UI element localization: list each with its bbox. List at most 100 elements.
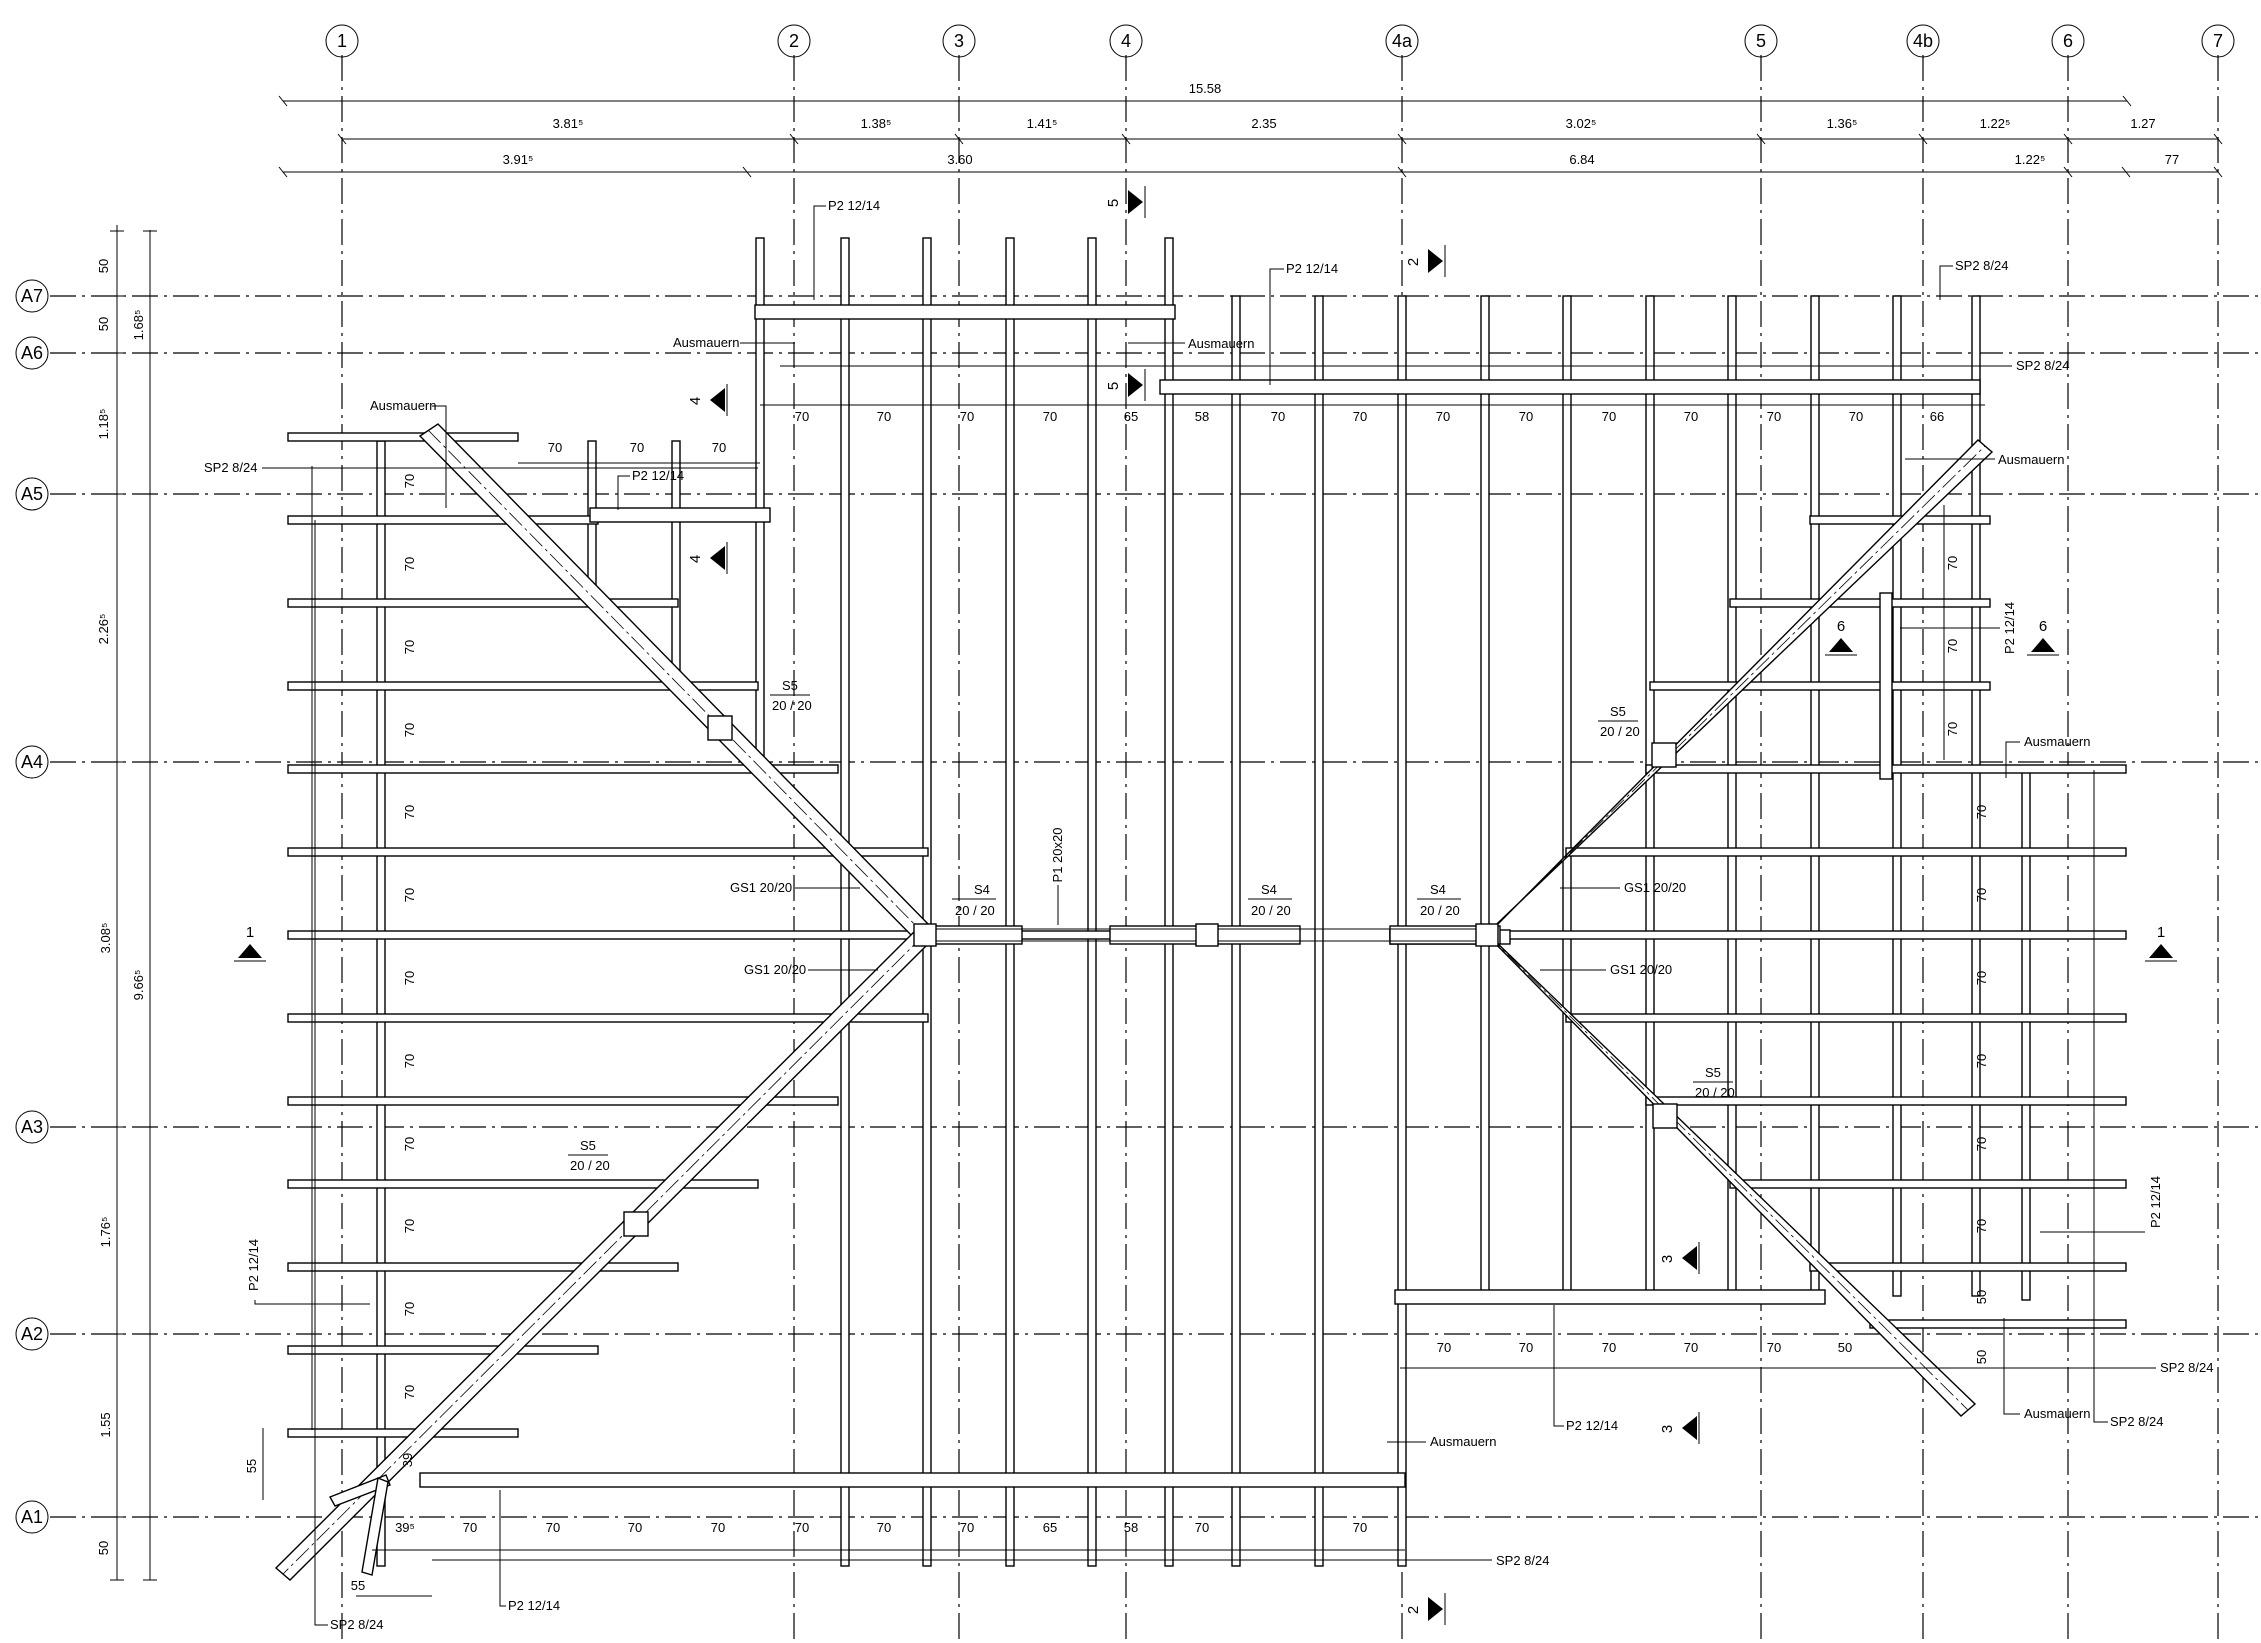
misc-dims: 55 55 39 (244, 1428, 432, 1597)
dim-left-mid-1: 1.68⁵ (131, 310, 146, 341)
spacing-left-11: 70 (402, 1302, 417, 1316)
axis-label-4b: 4b (1913, 31, 1933, 51)
spacing-left-3: 70 (402, 640, 417, 654)
label-p2-top-right: P2 12/14 (1286, 261, 1338, 276)
spacing-left-4: 70 (402, 723, 417, 737)
label-p2-left: P2 12/14 (246, 1239, 261, 1291)
label-sp2-bottom-left: SP2 8/24 (330, 1617, 384, 1632)
tag-s4-left: S4 (974, 882, 990, 897)
tag-s5-lower-left-dim: 20 / 20 (570, 1158, 610, 1173)
section-marker-4-lower: 4 (687, 542, 728, 574)
axis-label-a1: A1 (21, 1507, 43, 1527)
spacing-right-upper-2: 70 (1945, 639, 1960, 653)
spacing-left-5: 70 (402, 805, 417, 819)
spacing-right-lower-2: 70 (1974, 888, 1989, 902)
axis-label-a6: A6 (21, 343, 43, 363)
tag-s5-lower-left: S5 (580, 1138, 596, 1153)
svg-text:2: 2 (1405, 258, 1422, 266)
dim-left-inner-3: 1.18⁵ (96, 409, 111, 440)
dim-left-total: 9.66⁵ (131, 970, 146, 1001)
dim-top-8: 1.27 (2130, 116, 2155, 131)
tag-s4-right: S4 (1430, 882, 1446, 897)
label-ausmauern-upper-right: Ausmauern (1998, 452, 2064, 467)
spacing-bottom-row: 39⁵ 70 70 70 70 70 70 70 65 58 70 70 (372, 1520, 1405, 1551)
axis-label-a2: A2 (21, 1324, 43, 1344)
spacing-right-upper-1: 70 (1945, 556, 1960, 570)
spacing-right-lower-1: 70 (1974, 805, 1989, 819)
spacing-upper-left-1: 70 (548, 440, 562, 455)
spacing-top-8: 70 (1353, 409, 1367, 424)
label-p1: P1 20x20 (1050, 828, 1065, 883)
svg-text:5: 5 (1105, 382, 1122, 390)
tag-s4-mid-dim: 20 / 20 (1251, 903, 1291, 918)
dim-left-mid-3: 1.76⁵ (98, 1217, 113, 1248)
spacing-bottom-6: 70 (795, 1520, 809, 1535)
section-marker-5-mid: 5 (1105, 369, 1146, 401)
svg-text:6: 6 (1837, 618, 1845, 635)
spacing-bottom-10: 58 (1124, 1520, 1138, 1535)
spacing-lower-right-row: 70 70 70 70 70 50 (1402, 1340, 1880, 1369)
spacing-bottom-4: 70 (628, 1520, 642, 1535)
axis-bubbles-left: A7 A6 A5 A4 A3 A2 A1 (15, 279, 49, 1534)
label-sp2-top-right: SP2 8/24 (1955, 258, 2009, 273)
dim-top-row2-5: 77 (2165, 152, 2179, 167)
tag-s5-upper-left-dim: 20 / 20 (772, 698, 812, 713)
tag-s4-right-dim: 20 / 20 (1420, 903, 1460, 918)
label-sp2-lower-right-2: SP2 8/24 (2110, 1414, 2164, 1429)
axis-label-6: 6 (2063, 31, 2073, 51)
spacing-right-lower-8: 50 (1974, 1350, 1989, 1364)
tag-s5-lower-right: S5 (1705, 1065, 1721, 1080)
label-sp2-lower-right: SP2 8/24 (2160, 1360, 2214, 1375)
section-marker-3-lower: 3 (1659, 1412, 1700, 1444)
tag-s5-lower-right-dim: 20 / 20 (1695, 1085, 1735, 1100)
spacing-lower-right-3: 70 (1602, 1340, 1616, 1355)
dim-top-7: 1.22⁵ (1980, 116, 2011, 131)
spacing-left-7: 70 (402, 971, 417, 985)
dim-left-inner-4: 2.26⁵ (96, 614, 111, 645)
dim-39: 39 (400, 1453, 415, 1467)
spacing-top-11: 70 (1602, 409, 1616, 424)
dim-left-mid-2: 3.08⁵ (98, 923, 113, 954)
label-ausmauern-upper-left: Ausmauern (370, 398, 436, 413)
vertical-rafters (376, 237, 2031, 1567)
dim-top-1: 3.81⁵ (553, 116, 584, 131)
spacing-right-upper: 70 70 70 (1943, 505, 1960, 760)
dim-left-inner-2: 50 (96, 317, 111, 331)
spacing-top-13: 70 (1767, 409, 1781, 424)
tag-s5-upper-right: S5 (1610, 704, 1626, 719)
section-markers: 1 1 6 6 5 5 2 (234, 186, 2177, 1625)
svg-text:4: 4 (687, 555, 704, 563)
spacing-right-upper-3: 70 (1945, 722, 1960, 736)
hip-rafters (274, 423, 1994, 1581)
label-p2-right: P2 12/14 (2002, 602, 2017, 654)
section-marker-1-left: 1 (234, 924, 266, 962)
spacing-left-9: 70 (402, 1137, 417, 1151)
svg-text:3: 3 (1659, 1255, 1676, 1263)
spacing-right-lower-7: 50 (1974, 1290, 1989, 1304)
horizontal-rafters-left (287, 432, 1269, 1438)
section-marker-5-top: 5 (1105, 186, 1146, 218)
label-p2-bottom: P2 12/14 (508, 1598, 560, 1613)
label-gs1-upper-left: GS1 20/20 (730, 880, 792, 895)
section-marker-1-right: 1 (2145, 924, 2177, 962)
spacing-top-row: 70 70 70 70 65 58 70 70 70 70 70 70 70 7… (760, 404, 1985, 424)
axis-label-4: 4 (1121, 31, 1131, 51)
dim-top-2: 1.38⁵ (861, 116, 892, 131)
columns (623, 715, 1678, 1237)
label-ausmauern-lower: Ausmauern (1430, 1434, 1496, 1449)
dim-left-inner-1: 50 (96, 259, 111, 273)
axis-label-a7: A7 (21, 286, 43, 306)
spacing-upper-left: 70 70 70 (518, 440, 760, 464)
top-dimension-chains: 15.58 3.81⁵ 1.38⁵ 1.41⁵ 2.35 3.02⁵ 1.36⁵… (278, 81, 2223, 178)
svg-text:3: 3 (1659, 1425, 1676, 1433)
spacing-left-column: 70 70 70 70 70 70 70 70 70 70 70 70 (311, 466, 417, 1430)
tag-s4-left-dim: 20 / 20 (955, 903, 995, 918)
dim-top-5: 3.02⁵ (1566, 116, 1597, 131)
spacing-top-10: 70 (1519, 409, 1533, 424)
section-marker-6-right: 6 (2027, 618, 2059, 656)
spacing-lower-right-6: 50 (1838, 1340, 1852, 1355)
label-sp2-right: SP2 8/24 (2016, 358, 2070, 373)
axis-label-7: 7 (2213, 31, 2223, 51)
spacing-bottom-7: 70 (877, 1520, 891, 1535)
